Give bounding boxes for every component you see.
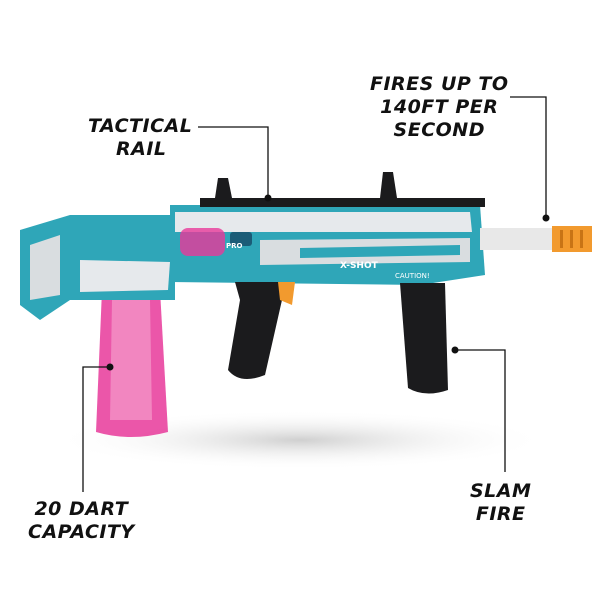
callout-slam-fire: SLAM FIRE [470,480,531,526]
floor-shadow [50,410,550,470]
foregrip [400,283,448,394]
callout-line: FIRES UP TO [370,73,509,95]
callout-line: RAIL [116,138,167,160]
callout-line: 20 DART [34,498,129,520]
tactical-rail [200,198,485,207]
callout-line: FIRE [475,503,526,525]
callout-line: SECOND [393,119,485,141]
svg-text:CAUTION!: CAUTION! [395,272,430,280]
callout-line: TACTICAL [88,115,193,137]
callout-fire-speed: FIRES UP TO 140FT PER SECOND [370,73,509,142]
callout-tactical-rail: TACTICAL RAIL [88,115,192,161]
pistol-grip [228,282,285,379]
callout-capacity: 20 DART CAPACITY [28,498,135,544]
callout-line: 140FT PER [380,96,499,118]
leader-lines [82,96,547,492]
callout-line: SLAM [470,480,532,502]
callout-line: CAPACITY [28,521,135,543]
xshot-logo: X-SHOT [340,261,379,271]
svg-text:PRO: PRO [226,242,243,250]
